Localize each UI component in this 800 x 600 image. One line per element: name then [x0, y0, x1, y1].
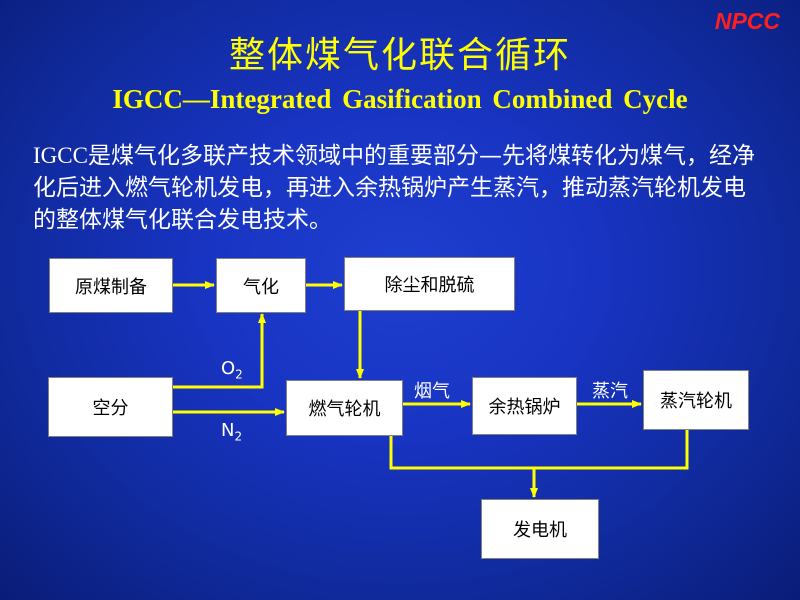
label-o2: O2	[221, 358, 243, 382]
node-coal-preparation: 原煤制备	[49, 258, 173, 313]
node-heat-recovery-boiler: 余热锅炉	[472, 377, 577, 435]
label-flue-gas: 烟气	[414, 381, 450, 402]
description-text: 是煤气化多联产技术领域中的重要部分—先将煤转化为煤气，经净化后进入燃气轮机发电，…	[33, 143, 755, 233]
label-steam: 蒸汽	[592, 381, 628, 402]
node-air-separation: 空分	[48, 377, 173, 437]
node-gas-turbine: 燃气轮机	[286, 380, 403, 436]
node-gasification: 气化	[216, 258, 306, 313]
node-steam-turbine: 蒸汽轮机	[643, 370, 749, 430]
line-gasturbine-to-generator	[389, 430, 689, 470]
npcc-logo: NPCC	[714, 8, 780, 34]
node-generator: 发电机	[481, 499, 599, 559]
node-desulfurization: 除尘和脱硫	[344, 257, 515, 311]
arrow-o2-to-gasification	[173, 313, 266, 389]
description-paragraph: IGCC是煤气化多联产技术领域中的重要部分—先将煤转化为煤气，经净化后进入燃气轮…	[33, 140, 768, 236]
page-subtitle: IGCC—Integrated Gasification Combined Cy…	[112, 84, 688, 114]
label-n2: N2	[221, 420, 243, 444]
description-lead: IGCC	[33, 143, 88, 168]
page-title: 整体煤气化联合循环	[228, 35, 571, 76]
